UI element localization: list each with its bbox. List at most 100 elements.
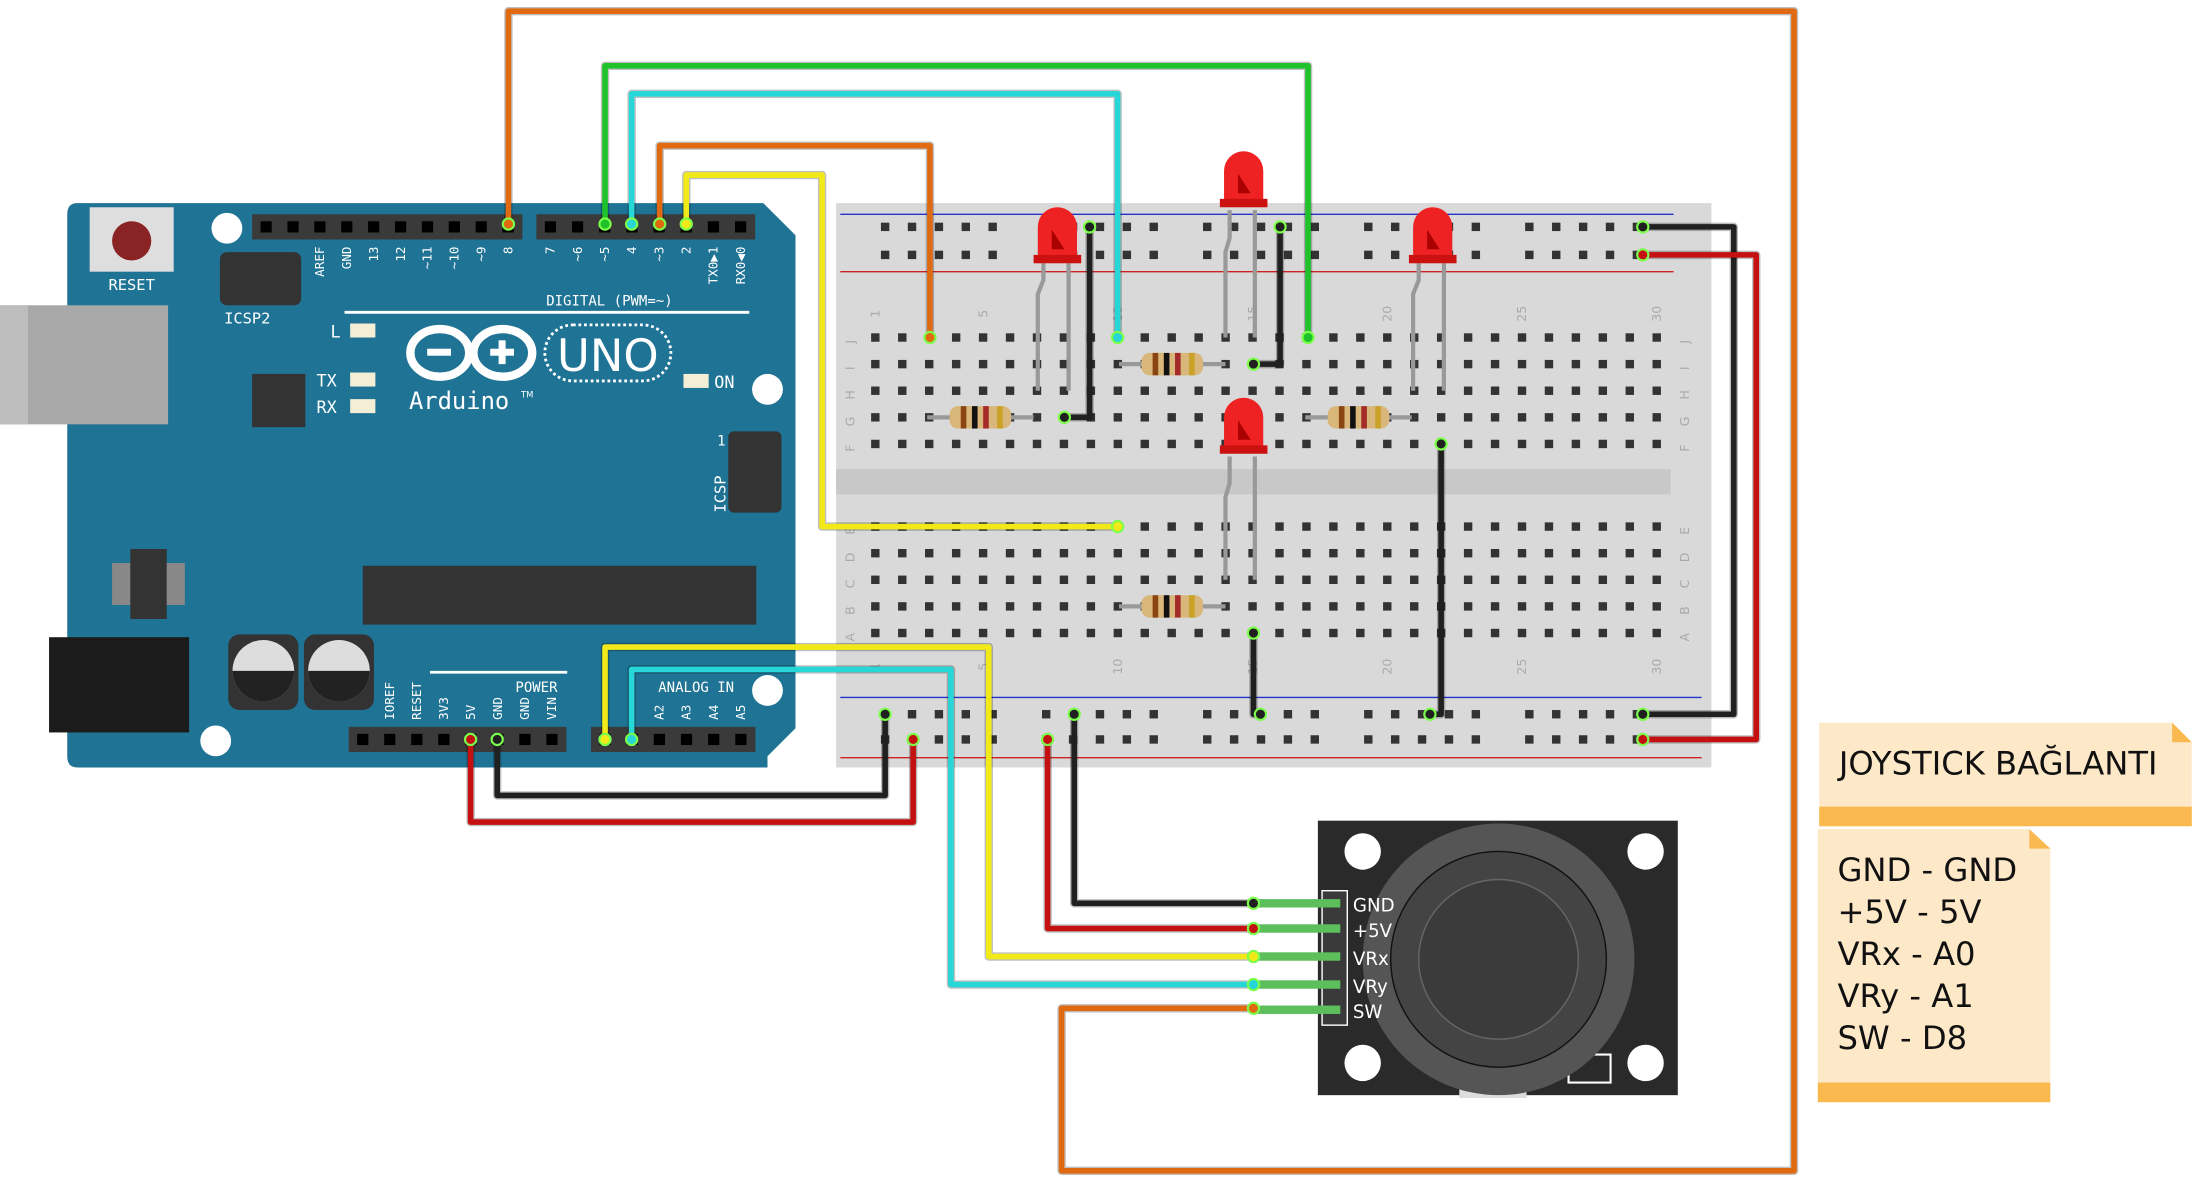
resistor[interactable] [1119, 595, 1226, 618]
breadboard-hole[interactable] [1005, 628, 1015, 638]
rail-hole[interactable] [1095, 735, 1105, 744]
wire-end[interactable] [679, 217, 693, 231]
breadboard-hole[interactable] [1383, 628, 1392, 638]
red-led[interactable] [1219, 151, 1268, 338]
breadboard-hole[interactable] [1517, 333, 1527, 342]
breadboard-hole[interactable] [1194, 333, 1203, 342]
breadboard-hole[interactable] [1463, 575, 1473, 584]
breadboard-hole[interactable] [1544, 548, 1554, 558]
breadboard-hole[interactable] [1517, 548, 1527, 558]
header-pin[interactable] [735, 733, 747, 746]
breadboard-hole[interactable] [1005, 602, 1015, 611]
joystick-pin[interactable] [1253, 952, 1341, 961]
wire-end[interactable] [1246, 896, 1261, 910]
breadboard-hole[interactable] [1383, 333, 1392, 342]
rail-hole[interactable] [1283, 222, 1293, 232]
red-wire[interactable] [1044, 739, 1254, 932]
rail-hole[interactable] [880, 222, 890, 232]
breadboard-hole[interactable] [1571, 575, 1581, 584]
rail-hole[interactable] [1525, 250, 1534, 260]
rail-hole[interactable] [961, 250, 970, 260]
wire-end[interactable] [598, 732, 612, 747]
breadboard-hole[interactable] [1167, 548, 1176, 558]
breadboard-hole[interactable] [1544, 333, 1554, 342]
wire-end[interactable] [653, 217, 667, 231]
wire-end[interactable] [878, 707, 892, 721]
breadboard-hole[interactable] [925, 386, 934, 395]
rail-hole[interactable] [988, 735, 997, 744]
red-wire[interactable] [1642, 252, 1760, 743]
breadboard-hole[interactable] [1302, 386, 1311, 395]
breadboard-hole[interactable] [1248, 602, 1257, 611]
breadboard-hole[interactable] [1410, 575, 1419, 584]
breadboard-hole[interactable] [978, 575, 988, 584]
wire-end[interactable] [1253, 707, 1268, 721]
breadboard-hole[interactable] [1140, 386, 1149, 395]
rail-hole[interactable] [1390, 250, 1400, 260]
breadboard-hole[interactable] [1005, 439, 1015, 449]
header-pin[interactable] [653, 733, 665, 746]
wire-end[interactable] [1246, 357, 1261, 371]
breadboard-hole[interactable] [1356, 548, 1365, 558]
breadboard-hole[interactable] [1032, 548, 1042, 558]
breadboard-hole[interactable] [1383, 359, 1392, 369]
wire-end[interactable] [1067, 707, 1081, 721]
breadboard-hole[interactable] [1571, 602, 1581, 611]
breadboard-hole[interactable] [898, 602, 907, 611]
breadboard-hole[interactable] [1436, 359, 1446, 369]
rail-hole[interactable] [1256, 250, 1266, 260]
breadboard-hole[interactable] [1194, 439, 1203, 449]
rail-hole[interactable] [1417, 735, 1427, 744]
rail-hole[interactable] [1525, 735, 1534, 744]
breadboard-hole[interactable] [1167, 439, 1176, 449]
breadboard-hole[interactable] [1383, 386, 1392, 395]
wire-end[interactable] [1246, 949, 1261, 964]
breadboard-hole[interactable] [1167, 575, 1176, 584]
breadboard-hole[interactable] [951, 386, 961, 395]
breadboard-hole[interactable] [1571, 522, 1581, 531]
joystick-pin[interactable] [1253, 924, 1341, 933]
breadboard-hole[interactable] [1410, 413, 1419, 422]
rail-hole[interactable] [1364, 710, 1373, 719]
rail-hole[interactable] [907, 250, 917, 260]
breadboard-hole[interactable] [1517, 628, 1527, 638]
breadboard-hole[interactable] [1571, 548, 1581, 558]
breadboard-hole[interactable] [1463, 548, 1473, 558]
rail-hole[interactable] [1417, 710, 1427, 719]
breadboard-hole[interactable] [1356, 522, 1365, 531]
breadboard-hole[interactable] [1490, 602, 1500, 611]
breadboard-hole[interactable] [1248, 548, 1257, 558]
breadboard-hole[interactable] [1194, 548, 1203, 558]
breadboard-hole[interactable] [1302, 575, 1311, 584]
breadboard-hole[interactable] [1275, 602, 1284, 611]
breadboard-hole[interactable] [1410, 439, 1419, 449]
breadboard-hole[interactable] [1356, 386, 1365, 395]
breadboard-hole[interactable] [1059, 333, 1069, 342]
header-pin[interactable] [341, 221, 353, 233]
breadboard-hole[interactable] [1356, 575, 1365, 584]
breadboard-hole[interactable] [1652, 575, 1661, 584]
joystick-pin[interactable] [1253, 980, 1341, 989]
breadboard-hole[interactable] [1275, 413, 1284, 422]
breadboard-hole[interactable] [1625, 575, 1634, 584]
black-wire[interactable] [1071, 714, 1254, 907]
rail-hole[interactable] [1471, 250, 1481, 260]
breadboard-hole[interactable] [1248, 386, 1257, 395]
breadboard-hole[interactable] [1356, 359, 1365, 369]
rail-hole[interactable] [1364, 222, 1373, 232]
rail-hole[interactable] [1578, 710, 1588, 719]
breadboard-hole[interactable] [1356, 628, 1365, 638]
breadboard-hole[interactable] [1194, 628, 1203, 638]
rail-hole[interactable] [1256, 222, 1266, 232]
breadboard-hole[interactable] [1598, 575, 1608, 584]
breadboard-hole[interactable] [925, 548, 934, 558]
header-pin[interactable] [394, 221, 407, 233]
header-pin[interactable] [411, 733, 423, 746]
breadboard-hole[interactable] [1059, 548, 1069, 558]
breadboard-hole[interactable] [1194, 575, 1203, 584]
rail-hole[interactable] [961, 710, 970, 719]
breadboard-hole[interactable] [1571, 413, 1581, 422]
breadboard-hole[interactable] [951, 439, 961, 449]
resistor[interactable] [1305, 406, 1412, 429]
breadboard-hole[interactable] [898, 359, 907, 369]
